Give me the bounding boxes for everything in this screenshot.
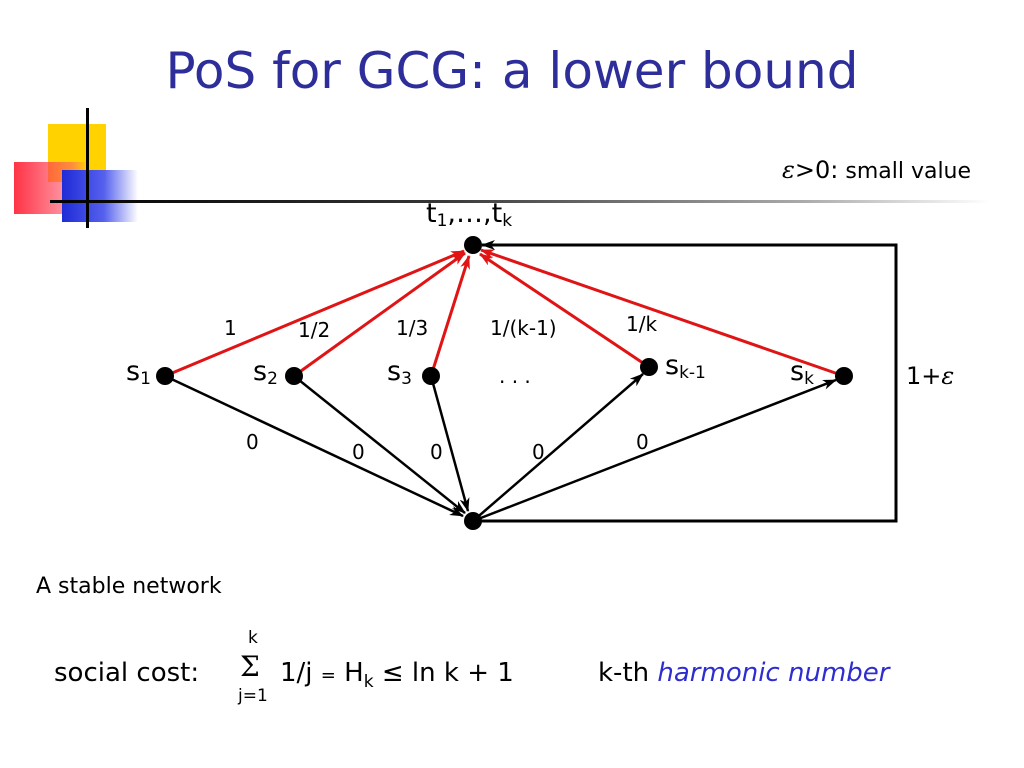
caption: A stable network [36, 574, 222, 599]
epsilon-note: ε>0: small value [782, 156, 972, 184]
decor-horizontal-line [50, 200, 990, 203]
red-label-s1: 1 [224, 316, 237, 340]
node-bottom [464, 512, 482, 530]
loop-edge [473, 240, 898, 523]
node-s3 [422, 367, 440, 385]
node-sk [835, 367, 853, 385]
red-label-sk: 1/k [626, 312, 658, 336]
node-s2 [285, 367, 303, 385]
black-label-s1: 0 [246, 430, 259, 454]
harmonic-note: k-th harmonic number [598, 658, 890, 688]
red-label-sk1: 1/(k-1) [490, 316, 557, 340]
red-edge-sk1 [479, 252, 650, 369]
node-target [464, 236, 482, 254]
black-label-s3: 0 [430, 440, 443, 464]
slide-title: PoS for GCG: a lower bound [165, 42, 859, 100]
decor-vertical-line [86, 108, 89, 228]
black-edge-bottom-sk [472, 378, 837, 523]
red-edge-s3 [429, 255, 471, 377]
red-edge-s2 [293, 251, 466, 378]
node-sk1 [640, 358, 658, 376]
red-label-s2: 1/2 [298, 318, 331, 342]
summation: k Σ j=1 [238, 628, 268, 706]
black-edge-bottom-sk1 [472, 373, 644, 522]
decor-blue-square [62, 170, 138, 222]
red-edge-sk [480, 248, 845, 378]
social-cost-prefix: social cost: [54, 658, 200, 688]
label-s2: s2 [253, 356, 278, 389]
black-label-sk1: 0 [532, 440, 545, 464]
label-sk: sk [790, 356, 814, 389]
black-edge-s1 [164, 374, 464, 518]
social-cost-formula: 1/j = Hk ≤ ln k + 1 [280, 658, 514, 693]
ellipsis: . . . [499, 364, 531, 388]
node-s1 [156, 367, 174, 385]
black-edge-s3 [429, 375, 470, 512]
red-edge-s1 [164, 249, 465, 378]
loop-label: 1+ε [906, 362, 955, 390]
black-edge-s2 [293, 375, 466, 514]
label-target: t1,…,tk [426, 198, 513, 231]
black-label-sk: 0 [636, 430, 649, 454]
label-s3: s3 [387, 356, 412, 389]
label-s1: s1 [126, 356, 151, 389]
red-label-s3: 1/3 [396, 316, 429, 340]
black-label-s2: 0 [352, 440, 365, 464]
label-sk1: sk-1 [665, 350, 706, 383]
